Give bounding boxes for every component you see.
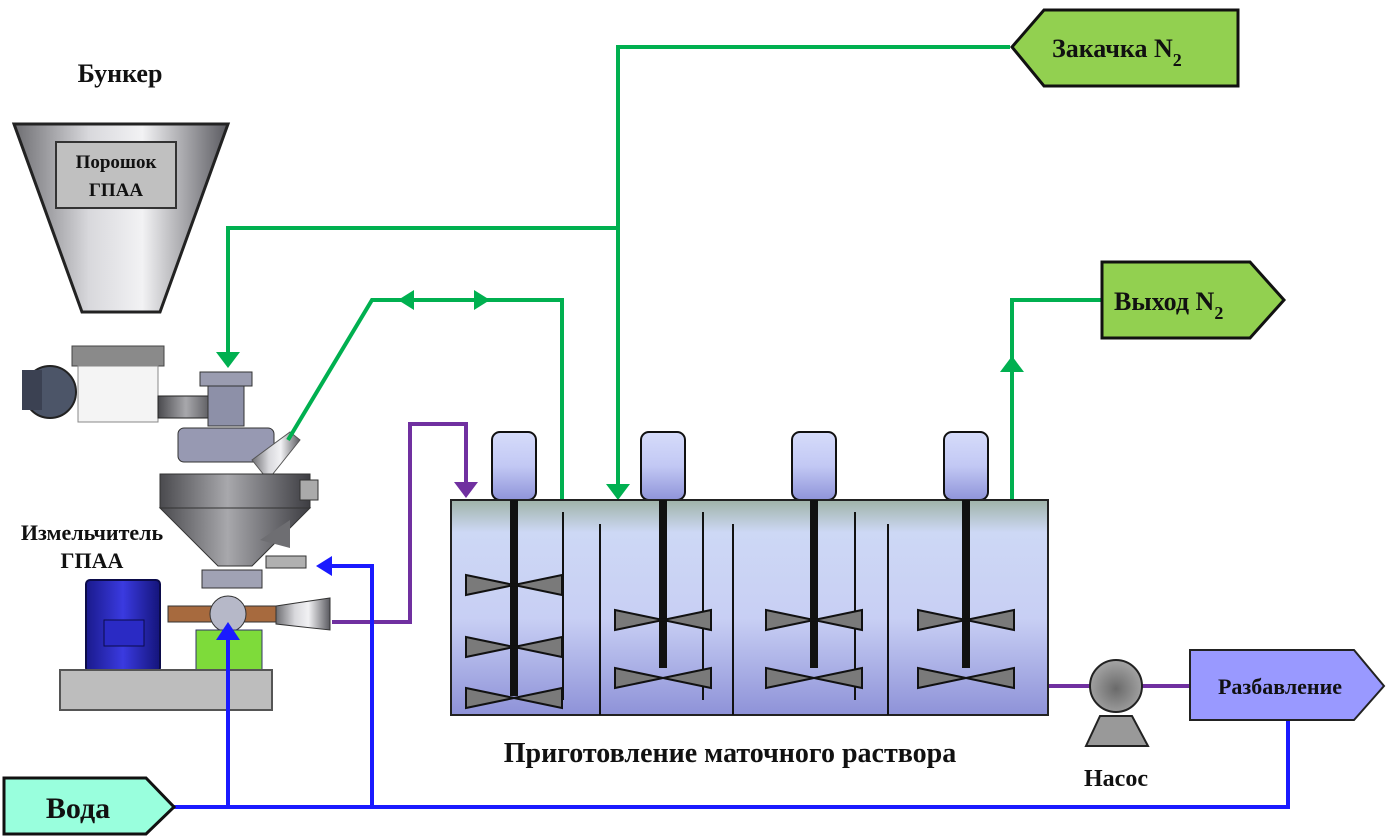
svg-text:Закачка N2: Закачка N2 [1052,34,1182,70]
impeller-blade [662,608,712,632]
hopper-label: Бункер [78,59,163,88]
arrow-left-icon [398,290,414,310]
hopper: Порошок ГПАА [11,122,231,423]
impeller-blade [614,666,664,690]
terminal-n2-inlet: Закачка N2 [1010,8,1240,88]
n2-outlet-label: Выход N [1114,287,1215,316]
impeller-blade [965,608,1015,632]
arrow-up-icon [216,622,240,640]
impeller-blade [513,686,563,710]
powder-label-line2: ГПАА [89,180,144,201]
arrow-right-icon [474,290,490,310]
impeller-blade [614,608,664,632]
mixer-shaft [659,500,667,668]
impeller-blade [765,666,815,690]
mixing-tank [450,431,1049,716]
mixer-shaft [962,500,970,668]
impeller-blade [917,608,967,632]
mixer-shaft [510,500,518,696]
n2-inlet-label: Закачка N [1052,34,1173,63]
impeller-blade [465,635,515,659]
solution-feed-line [332,422,468,624]
impeller-blade [465,686,515,710]
water-main-line [174,718,1290,809]
impeller-blade [765,608,815,632]
mixer-motor-icon [943,431,989,501]
pump-icon [1084,659,1150,747]
water-label: Вода [46,792,110,825]
arrow-down-icon [606,484,630,500]
mixer-shaft [810,500,818,668]
arrow-down-icon [454,482,478,498]
impeller-blade [965,666,1015,690]
water-to-hopper-line [326,564,374,807]
terminal-n2-outlet: Выход N2 [1100,260,1287,340]
mixer-motor-icon [640,431,686,501]
n2-supply-grinder-line [226,226,618,360]
dilution-label: Разбавление [1218,674,1342,699]
grinder-label-line2: ГПАА [61,548,124,573]
n2-supply-main-line [616,45,1010,490]
impeller-blade [917,666,967,690]
impeller-blade [465,573,515,597]
arrow-down-icon [216,352,240,368]
nitrogen-lines [226,45,1104,500]
pump-label: Насос [1084,766,1148,792]
arrow-left-icon [316,556,332,576]
impeller-blade [513,573,563,597]
grinder [59,371,331,711]
mixer-motor-icon [491,431,537,501]
terminal-dilution: Разбавление [1189,649,1386,721]
impeller-blade [813,666,863,690]
tank-label: Приготовление маточного раствора [504,738,956,769]
impeller-blade [513,635,563,659]
mixer-motor-icon [791,431,837,501]
n2-vent-line [286,298,564,500]
powder-label-line1: Порошок [76,152,157,173]
arrow-up-icon [1000,356,1024,372]
grinder-label-line1: Измельчитель [21,520,164,545]
impeller-blade [662,666,712,690]
terminal-water: Вода [2,776,177,836]
impeller-blade [813,608,863,632]
svg-text:Выход N2: Выход N2 [1114,287,1223,323]
n2-outlet-line [1010,298,1104,500]
